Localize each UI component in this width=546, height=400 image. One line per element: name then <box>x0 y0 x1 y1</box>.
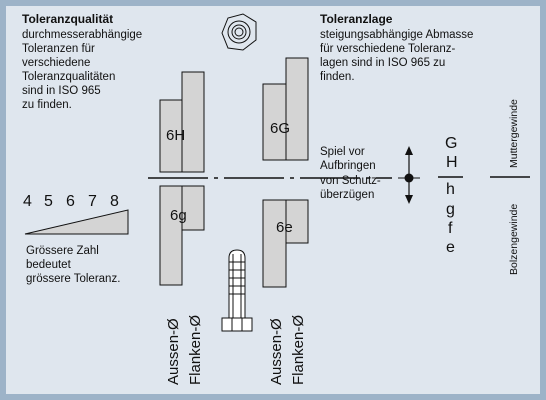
grade-wedge <box>24 209 129 235</box>
tolerance-box-6H: 6H <box>159 71 205 173</box>
grade-note-line-1: Grössere Zahl <box>26 245 99 257</box>
box-label-6G: 6G <box>270 120 290 137</box>
clearance-note: Spiel vor Aufbringen von Schutz- überzüg… <box>320 146 381 201</box>
clearance-line-1: Spiel vor <box>320 146 365 158</box>
label-muttergewinde: Muttergewinde <box>508 99 520 168</box>
letter-H: H <box>446 154 458 171</box>
double-arrow-icon <box>398 146 420 204</box>
letter-f: f <box>448 220 453 237</box>
grade-6: 6 <box>66 193 75 210</box>
tolerance-position-title: Toleranzlage <box>320 12 393 26</box>
bolt-icon <box>221 249 253 332</box>
tolerance-grade-line-2: Toleranzen für <box>22 43 95 55</box>
tolerance-grade-section: Toleranzqualität durchmesserabhängige To… <box>22 12 142 111</box>
label-aussen-left: Aussen-Ø <box>165 318 182 385</box>
tolerance-box-6g: 6g <box>159 185 205 286</box>
grade-4: 4 <box>23 193 32 210</box>
grade-7: 7 <box>88 193 97 210</box>
clearance-line-3: von Schutz- <box>320 175 381 187</box>
box-label-6e: 6e <box>276 219 293 236</box>
tolerance-position-line-4: finden. <box>320 71 355 83</box>
tolerance-position-line-1: steigungsabhängige Abmasse <box>320 29 473 41</box>
clearance-line-4: überzügen <box>320 189 374 201</box>
label-flanken-left: Flanken-Ø <box>187 315 204 385</box>
tolerance-position-line-2: für verschiedene Toleranz- <box>320 43 455 55</box>
hex-nut-icon <box>221 13 257 51</box>
tolerance-box-6G: 6G <box>262 57 309 161</box>
letter-G: G <box>445 135 457 152</box>
tolerance-grade-line-6: zu finden. <box>22 99 72 111</box>
tolerance-grade-title: Toleranzqualität <box>22 12 113 26</box>
label-flanken-right: Flanken-Ø <box>290 315 307 385</box>
label-bolzengewinde: Bolzengewinde <box>508 204 520 275</box>
tolerance-position-line-3: lagen sind in ISO 965 zu <box>320 57 445 69</box>
label-aussen-right: Aussen-Ø <box>268 318 285 385</box>
letter-h: h <box>446 181 455 198</box>
grade-scale: 4 5 6 7 8 Grössere Zahl bedeutet grösser… <box>23 193 129 285</box>
tolerance-grade-line-1: durchmesserabhängige <box>22 29 142 41</box>
tolerance-grade-line-5: sind in ISO 965 <box>22 85 101 97</box>
box-label-6g: 6g <box>170 207 187 224</box>
letter-g: g <box>446 201 455 218</box>
grade-5: 5 <box>44 193 53 210</box>
clearance-line-2: Aufbringen <box>320 160 376 172</box>
tolerance-box-6e: 6e <box>262 199 309 288</box>
position-letters: G H h g f e <box>438 135 463 256</box>
box-label-6H: 6H <box>166 127 185 144</box>
grade-note-line-2: bedeutet <box>26 259 72 271</box>
tolerance-grade-line-4: Toleranzqualitäten <box>22 71 115 83</box>
grade-8: 8 <box>110 193 119 210</box>
thread-type-labels: Muttergewinde Bolzengewinde <box>490 99 530 275</box>
diameter-labels: Aussen-Ø Flanken-Ø Aussen-Ø Flanken-Ø <box>165 315 307 385</box>
tolerance-position-section: Toleranzlage steigungsabhängige Abmasse … <box>320 12 473 83</box>
tolerance-grade-line-3: verschiedene <box>22 57 90 69</box>
letter-e: e <box>446 239 455 256</box>
grade-note-line-3: grössere Toleranz. <box>26 273 120 285</box>
